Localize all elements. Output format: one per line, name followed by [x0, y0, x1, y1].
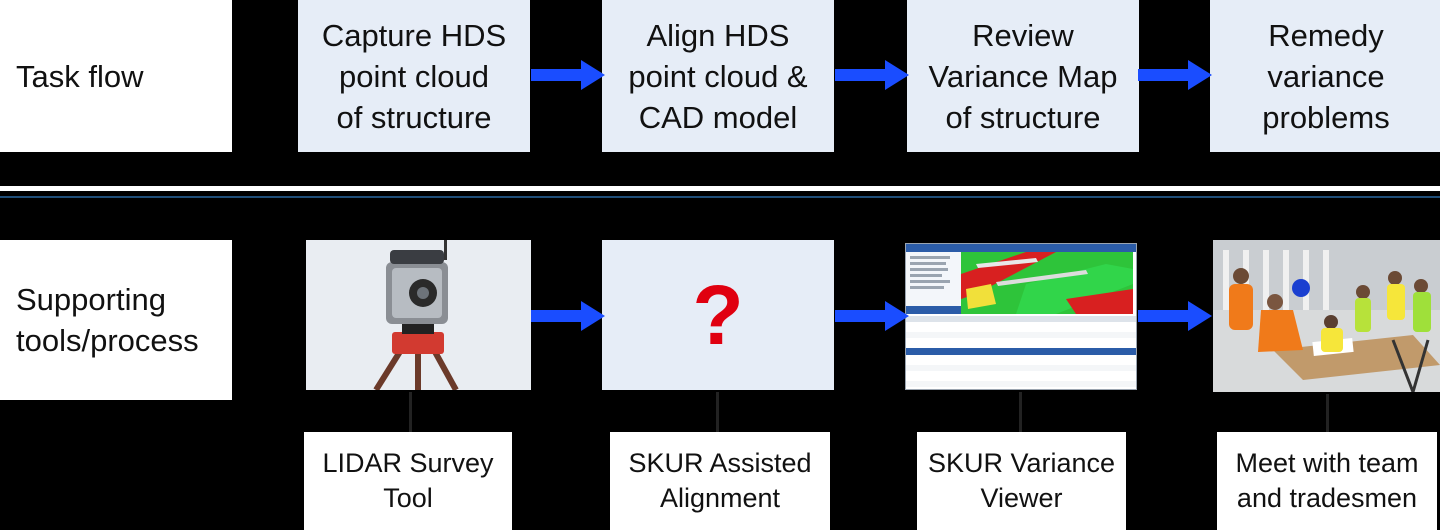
connector-line — [1326, 394, 1329, 432]
caption-lidar-text: LIDAR Survey Tool — [322, 448, 494, 513]
question-mark-icon: ? — [692, 268, 744, 362]
supporting-label: Supporting tools/process — [16, 282, 199, 358]
arrow-right-icon — [1138, 301, 1212, 331]
lidar-scanner-photo — [306, 240, 531, 390]
row-label-task-flow: Task flow — [0, 0, 232, 152]
arrow-right-icon — [531, 301, 605, 331]
section-divider-blue — [0, 196, 1440, 198]
connector-line — [1019, 392, 1022, 432]
row-label-supporting: Supporting tools/process — [0, 240, 232, 400]
team-meeting-photo — [1213, 240, 1440, 392]
caption-alignment: SKUR Assisted Alignment — [610, 432, 830, 530]
step-capture: Capture HDS point cloud of structure — [298, 0, 530, 152]
caption-alignment-text: SKUR Assisted Alignment — [628, 448, 812, 513]
caption-variance-viewer-text: SKUR Variance Viewer — [927, 448, 1116, 513]
caption-variance-viewer: SKUR Variance Viewer — [917, 432, 1126, 530]
connector-line — [409, 392, 412, 432]
caption-team-meeting-text: Meet with team and tradesmen — [1235, 448, 1419, 513]
variance-viewer-screenshot — [905, 243, 1137, 390]
alignment-placeholder-box: ? — [602, 240, 834, 390]
step-review-text: Review Variance Map of structure — [928, 17, 1118, 135]
step-align: Align HDS point cloud & CAD model — [602, 0, 834, 152]
arrow-right-icon — [835, 301, 909, 331]
arrow-right-icon — [1138, 60, 1212, 90]
step-capture-text: Capture HDS point cloud of structure — [321, 17, 507, 135]
step-remedy: Remedy variance problems — [1210, 0, 1440, 152]
step-remedy-text: Remedy variance problems — [1262, 17, 1390, 135]
arrow-right-icon — [531, 60, 605, 90]
step-review: Review Variance Map of structure — [907, 0, 1139, 152]
section-divider — [0, 186, 1440, 191]
connector-line — [716, 392, 719, 432]
caption-lidar: LIDAR Survey Tool — [304, 432, 512, 530]
task-flow-label: Task flow — [16, 58, 144, 94]
caption-team-meeting: Meet with team and tradesmen — [1217, 432, 1437, 530]
arrow-right-icon — [835, 60, 909, 90]
step-align-text: Align HDS point cloud & CAD model — [628, 17, 808, 135]
